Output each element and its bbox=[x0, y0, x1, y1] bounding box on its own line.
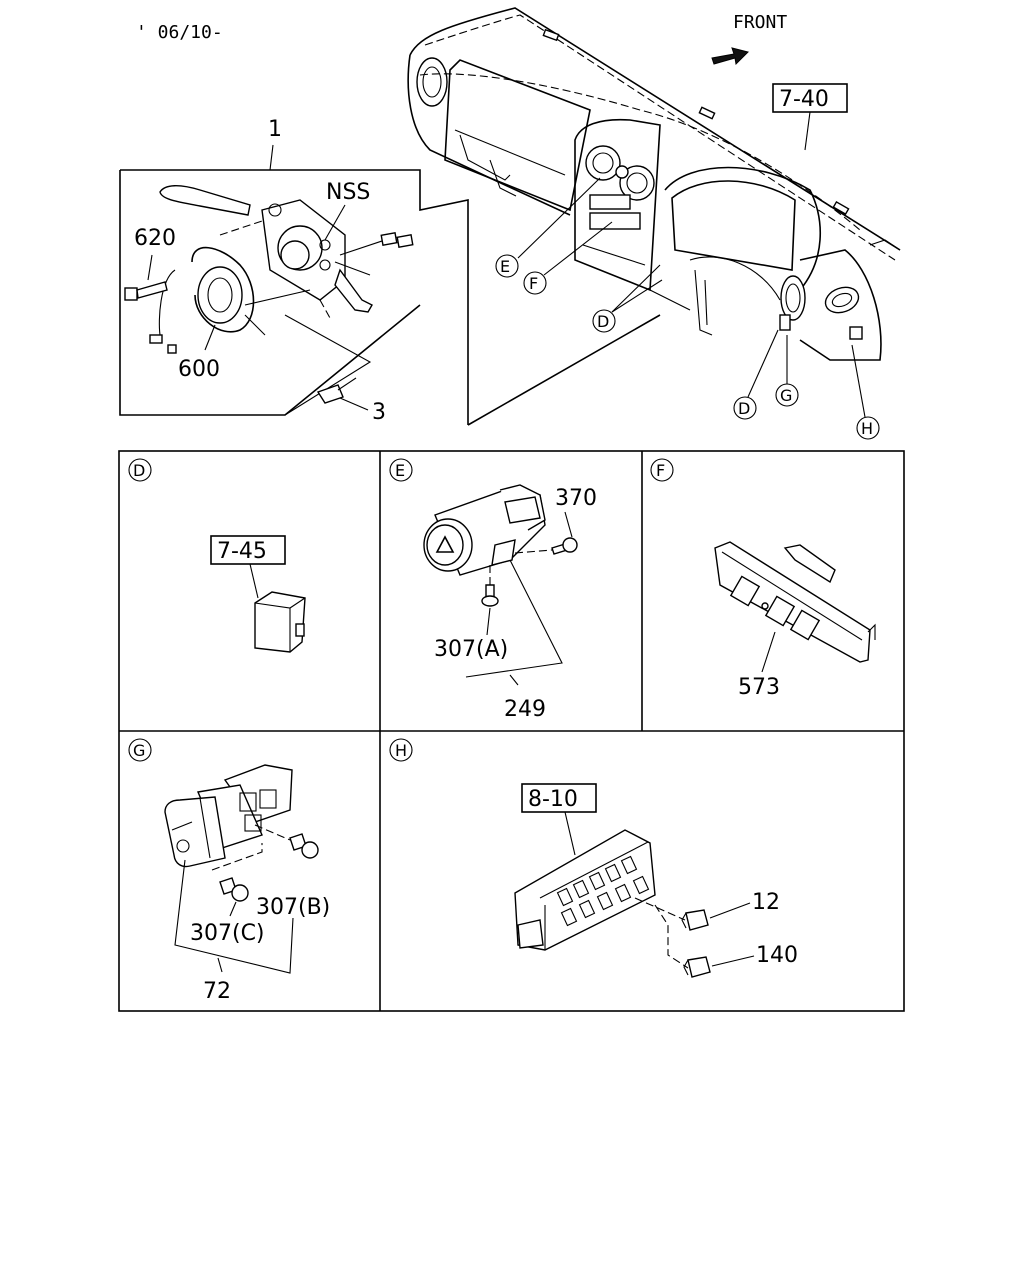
svg-text:H: H bbox=[861, 419, 873, 438]
panel-e-badge bbox=[389, 458, 413, 482]
label-307b: 307(B) bbox=[256, 895, 330, 920]
svg-text:7-45: 7-45 bbox=[217, 539, 267, 564]
screw-307a: 307(A) bbox=[434, 565, 508, 662]
front-label: FRONT bbox=[733, 12, 787, 33]
switch-panel-573 bbox=[714, 541, 876, 663]
svg-text:F: F bbox=[529, 274, 538, 293]
panel-d-badge bbox=[128, 458, 152, 482]
ref-8-10: 8-10 bbox=[521, 783, 597, 856]
panel-f: F 573 bbox=[650, 458, 876, 700]
ref-7-40: 7-40 bbox=[772, 83, 848, 151]
svg-text:E: E bbox=[395, 461, 405, 480]
svg-text:D: D bbox=[597, 312, 609, 331]
front-arrow: FRONT bbox=[711, 12, 787, 66]
label-307c: 307(C) bbox=[190, 921, 265, 946]
hill-descent-icon bbox=[176, 839, 190, 853]
panel-e: E 370 307(A) 249 bbox=[389, 458, 597, 722]
screw-307c: 307(C) bbox=[190, 843, 265, 946]
callout-d-overview-1: D bbox=[592, 264, 663, 333]
svg-text:G: G bbox=[133, 741, 145, 760]
dashboard-drawing bbox=[407, 7, 901, 426]
screw-370: 370 bbox=[514, 486, 597, 555]
coil-600: 600 bbox=[149, 246, 311, 382]
svg-text:E: E bbox=[500, 257, 510, 276]
leader-72: 72 bbox=[174, 859, 294, 1004]
hazard-switch bbox=[423, 484, 546, 576]
svg-text:7-40: 7-40 bbox=[779, 87, 829, 112]
label-140: 140 bbox=[756, 943, 798, 968]
panel-f-badge bbox=[650, 458, 674, 482]
svg-text:H: H bbox=[395, 741, 407, 760]
label-249: 249 bbox=[504, 697, 546, 722]
svg-text:D: D bbox=[133, 461, 145, 480]
ref-7-45: 7-45 bbox=[210, 535, 286, 599]
svg-text:G: G bbox=[780, 386, 792, 405]
leader-249: 249 bbox=[465, 559, 563, 722]
nss: NSS bbox=[324, 180, 370, 241]
detail-grid bbox=[118, 450, 905, 1012]
panel-h-badge bbox=[389, 738, 413, 762]
panel-d: D 7-45 bbox=[128, 458, 306, 653]
label-1: 1 bbox=[268, 117, 282, 142]
label-12: 12 bbox=[752, 890, 780, 915]
label-3: 3 bbox=[372, 400, 386, 425]
callout-d-overview-2: D bbox=[733, 329, 779, 420]
panel-h: H 8-10 12 bbox=[389, 738, 798, 978]
combination-switch bbox=[159, 185, 414, 319]
panel-g: G 307(B) 307(C) 72 bbox=[128, 738, 330, 1004]
label-72: 72 bbox=[203, 979, 231, 1004]
svg-text:D: D bbox=[738, 399, 750, 418]
svg-text:F: F bbox=[656, 461, 665, 480]
callout-e-overview: E bbox=[495, 177, 601, 278]
bolt-620: 620 bbox=[124, 226, 176, 301]
blank-cover bbox=[254, 591, 306, 653]
date-code: ' 06/10- bbox=[136, 22, 223, 43]
svg-text:8-10: 8-10 bbox=[528, 787, 578, 812]
control-unit bbox=[514, 829, 689, 969]
label-307a: 307(A) bbox=[434, 637, 508, 662]
screw-3: 3 bbox=[316, 377, 386, 425]
panel-g-badge bbox=[128, 738, 152, 762]
callout-h-overview: H bbox=[851, 344, 880, 440]
label-370: 370 bbox=[555, 486, 597, 511]
connector-140: 140 bbox=[683, 943, 798, 978]
switch-72 bbox=[164, 764, 293, 868]
front-arrow-icon bbox=[711, 47, 749, 66]
hazard-icon bbox=[435, 535, 455, 553]
callout-f-overview: F bbox=[523, 221, 613, 295]
screw-307b: 307(B) bbox=[254, 824, 330, 920]
label-600: 600 bbox=[178, 357, 220, 382]
switch-assy-box: 1 bbox=[119, 117, 469, 425]
label-nss: NSS bbox=[326, 180, 370, 205]
callout-g-overview: G bbox=[775, 335, 799, 407]
connector-12: 12 bbox=[681, 890, 780, 931]
label-573: 573 bbox=[738, 675, 780, 700]
label-620: 620 bbox=[134, 226, 176, 251]
